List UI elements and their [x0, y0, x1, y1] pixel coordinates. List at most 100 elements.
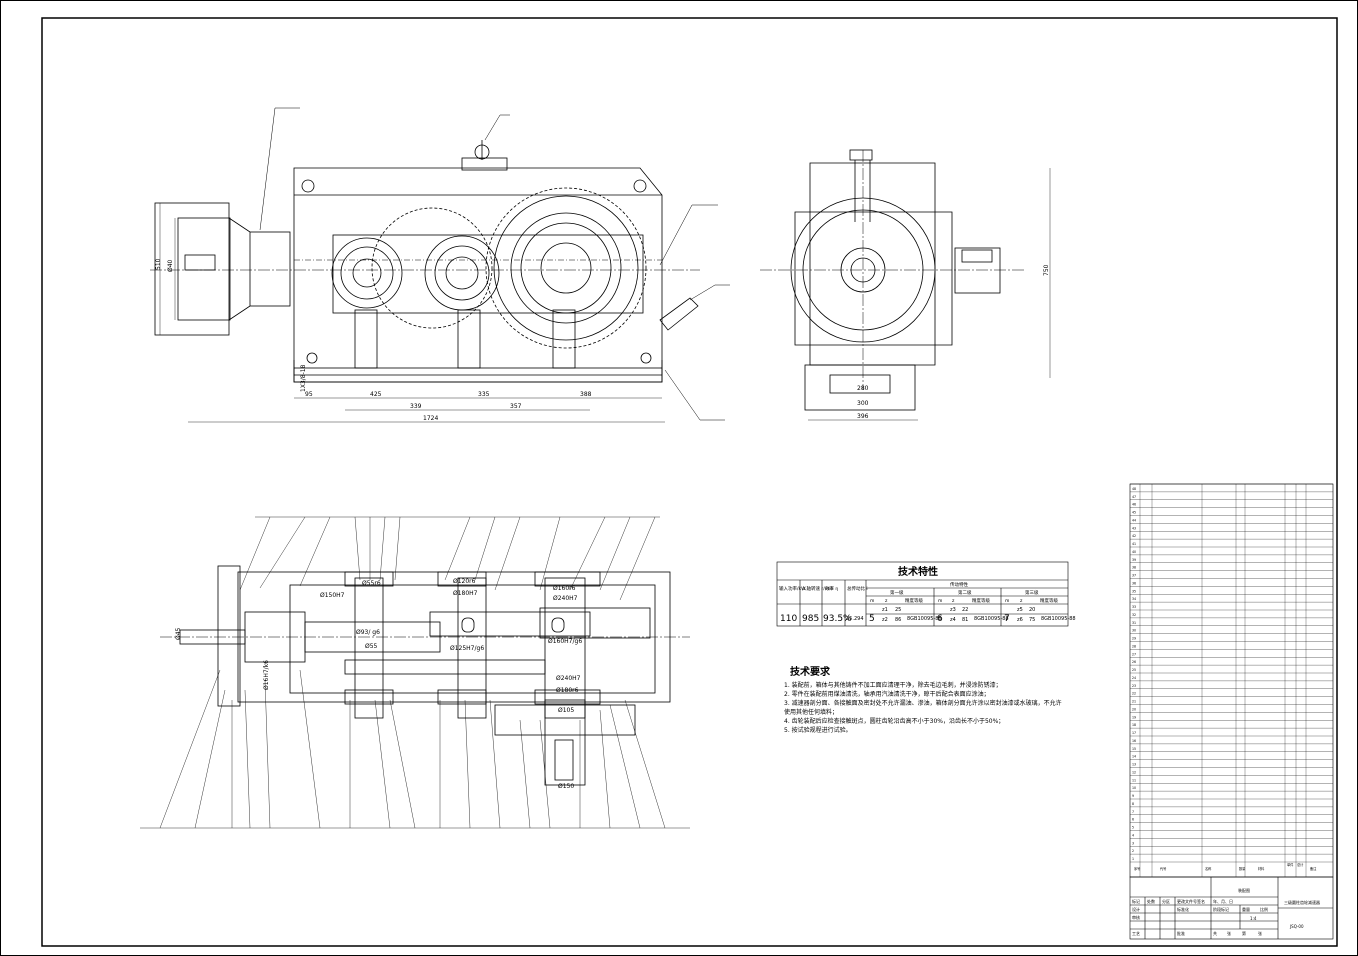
stage2-z4: z4 — [950, 617, 956, 623]
stage1-z2-val: 86 — [895, 617, 901, 623]
tb-label: 工艺 — [1132, 931, 1140, 936]
bom-item-number: 5 — [1132, 826, 1134, 830]
bom-item-number: 6 — [1132, 818, 1134, 822]
bom-header: 名称 — [1205, 866, 1212, 871]
bom-item-number: 35 — [1132, 589, 1136, 593]
tech-req-line: 3. 减速器剖分面、各接触面及密封处不允许漏油、渗油，箱体剖分面允许涂以密封油漆… — [784, 699, 1062, 707]
tb-label: 分区 — [1162, 898, 1170, 904]
plan-view-fits: Ø150H7 Ø55r6 Ø120r6 Ø180H7 Ø160r6 Ø240H7… — [175, 578, 582, 790]
dim-95: 95 — [305, 391, 313, 398]
tech-spec-title: 技术特性 — [898, 565, 938, 578]
bom-item-number: 26 — [1132, 660, 1136, 664]
bom-item-number: 10 — [1132, 786, 1136, 790]
stage1-grade: 8GB10095-88 — [907, 616, 942, 622]
fit-label: Ø150H7 — [320, 592, 345, 599]
tb-label: 处数 — [1147, 898, 1155, 904]
stage2-z3-val: 22 — [962, 607, 968, 613]
fit-label: Ø160r6 — [553, 585, 576, 592]
tb-label: 重量 — [1242, 906, 1250, 912]
sub-header: 精度等级 — [1040, 597, 1058, 604]
col-header: 传动特性 — [950, 581, 968, 588]
dim-388: 388 — [580, 391, 592, 398]
stage3-z5: z5 — [1017, 607, 1023, 613]
inner-frame — [41, 17, 1338, 947]
bom-item-number: 18 — [1132, 723, 1136, 727]
dim-280: 280 — [857, 385, 869, 392]
fit-label: Ø105 — [558, 707, 574, 714]
stage2-m: 6 — [937, 614, 943, 624]
dim-300: 300 — [857, 400, 869, 407]
stage3-z5-val: 20 — [1029, 607, 1035, 613]
bom-item-number: 48 — [1132, 487, 1136, 491]
stage-header: 第一级 — [890, 589, 904, 596]
bom-item-number: 43 — [1132, 526, 1136, 530]
tech-req-title: 技术要求 — [790, 665, 831, 678]
tb-label: 比例 — [1260, 906, 1268, 912]
tech-spec-table: 技术特性 输入功率/kW 入轴转速 r/min 效率 η 总传动比 i 传动特性… — [776, 561, 1076, 627]
fit-label: Ø55r6 — [362, 580, 381, 587]
bom-item-number: 37 — [1132, 574, 1136, 578]
stage3-grade: 8GB10095-88 — [1041, 616, 1076, 622]
bom-item-number: 44 — [1132, 518, 1136, 522]
stage1-z2: z2 — [882, 617, 888, 623]
col-header: 输入功率/kW — [779, 585, 806, 592]
bom-header: 代号 — [1160, 866, 1166, 871]
fit-label: Ø45 — [175, 627, 182, 640]
sub-header: m — [870, 599, 874, 604]
bom-header: 单件 — [1287, 862, 1294, 867]
bom-header: 备注 — [1310, 866, 1317, 871]
stage1-m: 5 — [869, 614, 875, 624]
spec-efficiency: 93.5% — [823, 614, 852, 624]
tb-label: 审核 — [1132, 914, 1140, 920]
dim-339: 339 — [410, 403, 422, 410]
tech-req-line: 4. 齿轮装配后应检查接触斑点，圆柱齿轮沿齿高不小于30%，沿齿长不小于50%； — [784, 717, 1004, 725]
spec-power: 110 — [780, 614, 797, 624]
dim-425: 425 — [370, 391, 382, 398]
bom-item-number: 27 — [1132, 652, 1136, 656]
bom-item-number: 33 — [1132, 605, 1136, 609]
tb-label: 年、月、日 — [1213, 898, 1233, 904]
fit-label: Ø240H7 — [553, 595, 578, 602]
bom-item-number: 30 — [1132, 629, 1136, 633]
bom-item-number: 15 — [1132, 747, 1136, 751]
tb-label: 标准化 — [1177, 906, 1189, 912]
stage-header: 第三级 — [1025, 589, 1039, 596]
stage3-z6-val: 75 — [1029, 617, 1035, 623]
dim-335: 335 — [478, 391, 490, 398]
stage2-grade: 8GB10095-88 — [974, 616, 1009, 622]
bom-item-number: 8 — [1132, 802, 1134, 806]
sub-header: 精度等级 — [972, 597, 990, 604]
dim-d40: Ø40 — [167, 259, 174, 272]
fit-label: Ø180r6 — [556, 687, 579, 694]
bom-item-number: 7 — [1132, 810, 1134, 814]
bom-item-number: 46 — [1132, 503, 1136, 507]
sub-header: z — [885, 599, 888, 604]
tb-label: 批准 — [1177, 930, 1185, 936]
front-view — [150, 107, 730, 423]
bom-item-number: 17 — [1132, 731, 1136, 735]
bom-item-number: 36 — [1132, 581, 1136, 585]
bom-item-number: 21 — [1132, 700, 1136, 704]
bom-header: 数量 — [1239, 866, 1246, 871]
side-view-dimensions: 280 300 396 750 — [857, 264, 1050, 420]
bom-item-number: 2 — [1132, 849, 1134, 853]
fit-label: Ø125H7/g6 — [450, 645, 484, 652]
sub-header: z — [1020, 599, 1023, 604]
bom-item-number: 20 — [1132, 707, 1136, 711]
plan-view — [140, 516, 690, 829]
fit-label: Ø55 — [365, 643, 378, 650]
stage3-m: 7 — [1004, 614, 1010, 624]
fit-label: Ø120r6 — [453, 578, 476, 585]
sub-header: z — [952, 599, 955, 604]
tb-label: 设计 — [1132, 906, 1140, 912]
bom-item-number: 28 — [1132, 644, 1136, 648]
dim-1724: 1724 — [423, 415, 438, 422]
fit-label: Ø240H7 — [556, 675, 581, 682]
bom-header: 总计 — [1297, 862, 1304, 867]
dim-510: 510 — [155, 258, 162, 270]
fit-label: Ø150 — [558, 783, 574, 790]
stage2-z4-val: 81 — [962, 617, 968, 623]
bom-item-number: 19 — [1132, 715, 1136, 719]
bom-header: 材料 — [1258, 866, 1265, 871]
